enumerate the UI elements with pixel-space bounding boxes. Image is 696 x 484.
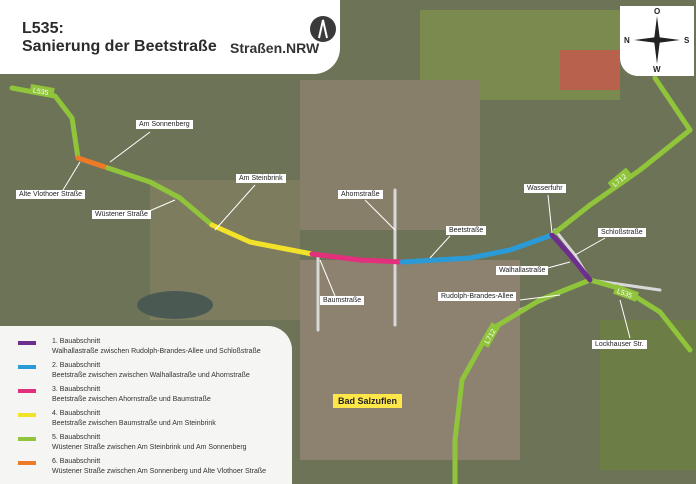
route-labels: L535 L712 L535 L712 [29, 83, 639, 348]
legend-desc-6: Wüstener Straße zwischen Am Sonnenberg u… [52, 468, 267, 475]
label-walhallastrasse: Walhallastraße [496, 266, 549, 275]
label-wuestener-strasse: Wüstener Straße [92, 210, 151, 219]
label-schlossstrasse: Schloßstraße [598, 228, 646, 237]
label-rudolph-brandes-allee: Rudolph-Brandes-Allee [438, 292, 517, 301]
compass-bottom: W [653, 65, 661, 74]
label-lockhauser-str: Lockhauser Str. [592, 340, 647, 349]
label-am-steinbrink: Am Steinbrink [236, 174, 286, 183]
section-5[interactable] [105, 165, 215, 228]
leader-lines [59, 131, 631, 339]
legend-swatch-4 [18, 413, 36, 417]
section-1[interactable] [549, 232, 593, 283]
map-title-route: L535: [22, 20, 64, 37]
compass-icon [634, 16, 680, 64]
legend-swatch-1 [18, 341, 36, 345]
legend-swatch-5 [18, 437, 36, 441]
compass-left: N [624, 36, 630, 45]
legend-swatch-3 [18, 389, 36, 393]
label-alte-vlothoer-strasse: Alte Vlothoer Straße [16, 190, 86, 199]
legend-swatch-2 [18, 365, 36, 369]
legend-title-6: 6. Bauabschnitt [52, 458, 101, 465]
strassen-nrw-logo-icon [310, 16, 336, 42]
legend-desc-3: Beetstraße zwischen Ahornstraße und Baum… [52, 396, 211, 403]
legend-title-4: 4. Bauabschnitt [52, 410, 101, 417]
residential-area-north [300, 80, 480, 230]
map-title: Sanierung der Beetstraße [22, 38, 217, 55]
label-baumstrasse: Baumstraße [320, 296, 365, 305]
compass-rose: O N S W [620, 6, 694, 76]
route-l535-east[interactable] [587, 277, 693, 353]
header-panel: L535: Sanierung der Beetstraße Straßen.N… [0, 0, 340, 74]
sports-field [560, 50, 620, 90]
legend-desc-4: Beetstraße zwischen Baumstraße und Am St… [52, 420, 216, 427]
label-l535-west: L535 [32, 87, 49, 97]
section-2[interactable] [399, 232, 555, 265]
label-wasserfuhr: Wasserfuhr [524, 184, 566, 193]
legend-panel: 1. Bauabschnitt Walhallastraße zwischen … [0, 326, 292, 484]
brand-name: Straßen.NRW [230, 40, 320, 56]
section-3[interactable] [309, 251, 405, 265]
legend-desc-1: Walhallastraße zwischen Rudolph-Brandes-… [52, 348, 261, 355]
legend-title-2: 2. Bauabschnitt [52, 362, 101, 369]
legend-swatch-6 [18, 461, 36, 465]
city-label: Bad Salzuflen [333, 394, 403, 408]
legend-title-1: 1. Bauabschnitt [52, 338, 101, 345]
compass-top: O [654, 7, 661, 16]
legend-desc-2: Beetstraße zwischen zwischen Walhallastr… [52, 372, 250, 379]
section-4[interactable] [209, 222, 315, 257]
legend-title-5: 5. Bauabschnitt [52, 434, 101, 441]
label-beetstrasse: Beetstraße [446, 226, 487, 235]
label-ahornstrasse: Ahornstraße [338, 190, 383, 199]
pond [137, 291, 213, 319]
legend-title-3: 3. Bauabschnitt [52, 386, 101, 393]
label-am-sonnenberg: Am Sonnenberg [136, 120, 193, 129]
legend-desc-5: Wüstener Straße zwischen Am Steinbrink u… [52, 444, 247, 451]
route-l712-north[interactable] [549, 75, 693, 238]
section-6[interactable] [75, 155, 111, 171]
compass-right: S [684, 36, 690, 45]
label-l535-east: L535 [616, 288, 633, 300]
